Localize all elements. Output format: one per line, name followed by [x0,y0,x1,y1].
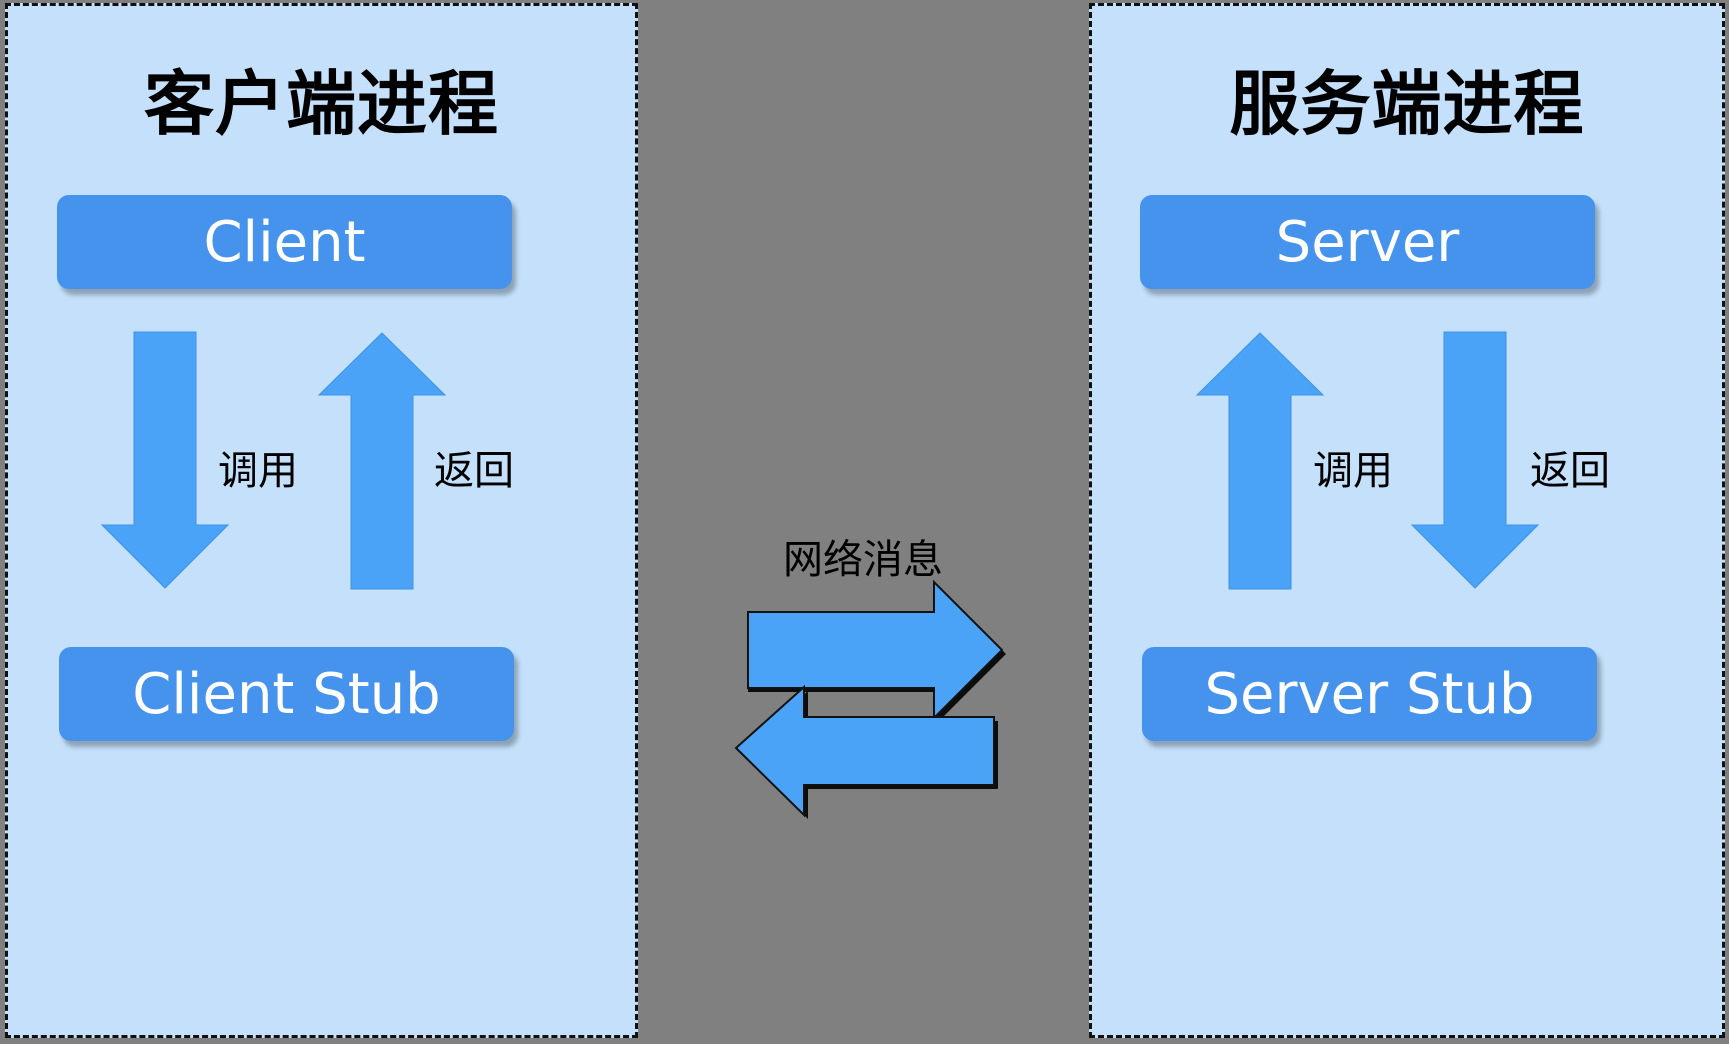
call-down-arrow [100,331,230,589]
network-exchange-arrows [734,579,1006,819]
server-box: Server [1140,195,1595,289]
client-return-label: 返回 [434,448,514,494]
network-message-label: 网络消息 [783,537,943,583]
send-arrow [747,579,1004,721]
return-down-arrow [1410,331,1540,589]
return-up-arrow [317,332,447,590]
server-stub-box: Server Stub [1142,647,1597,741]
server-process-title: 服务端进程 [1229,63,1585,145]
receive-arrow [734,684,995,818]
client-stub-box: Client Stub [59,647,514,741]
server-return-label: 返回 [1530,448,1610,494]
client-box: Client [57,195,512,289]
client-process-panel: 客户端进程 Client 调用 返回 Client Stub [5,3,638,1038]
server-call-label: 调用 [1313,448,1393,494]
client-process-title: 客户端进程 [144,63,499,145]
call-up-arrow [1195,332,1325,590]
client-call-label: 调用 [218,448,298,494]
server-process-panel: 服务端进程 Server 调用 返回 Server Stub [1089,3,1725,1038]
